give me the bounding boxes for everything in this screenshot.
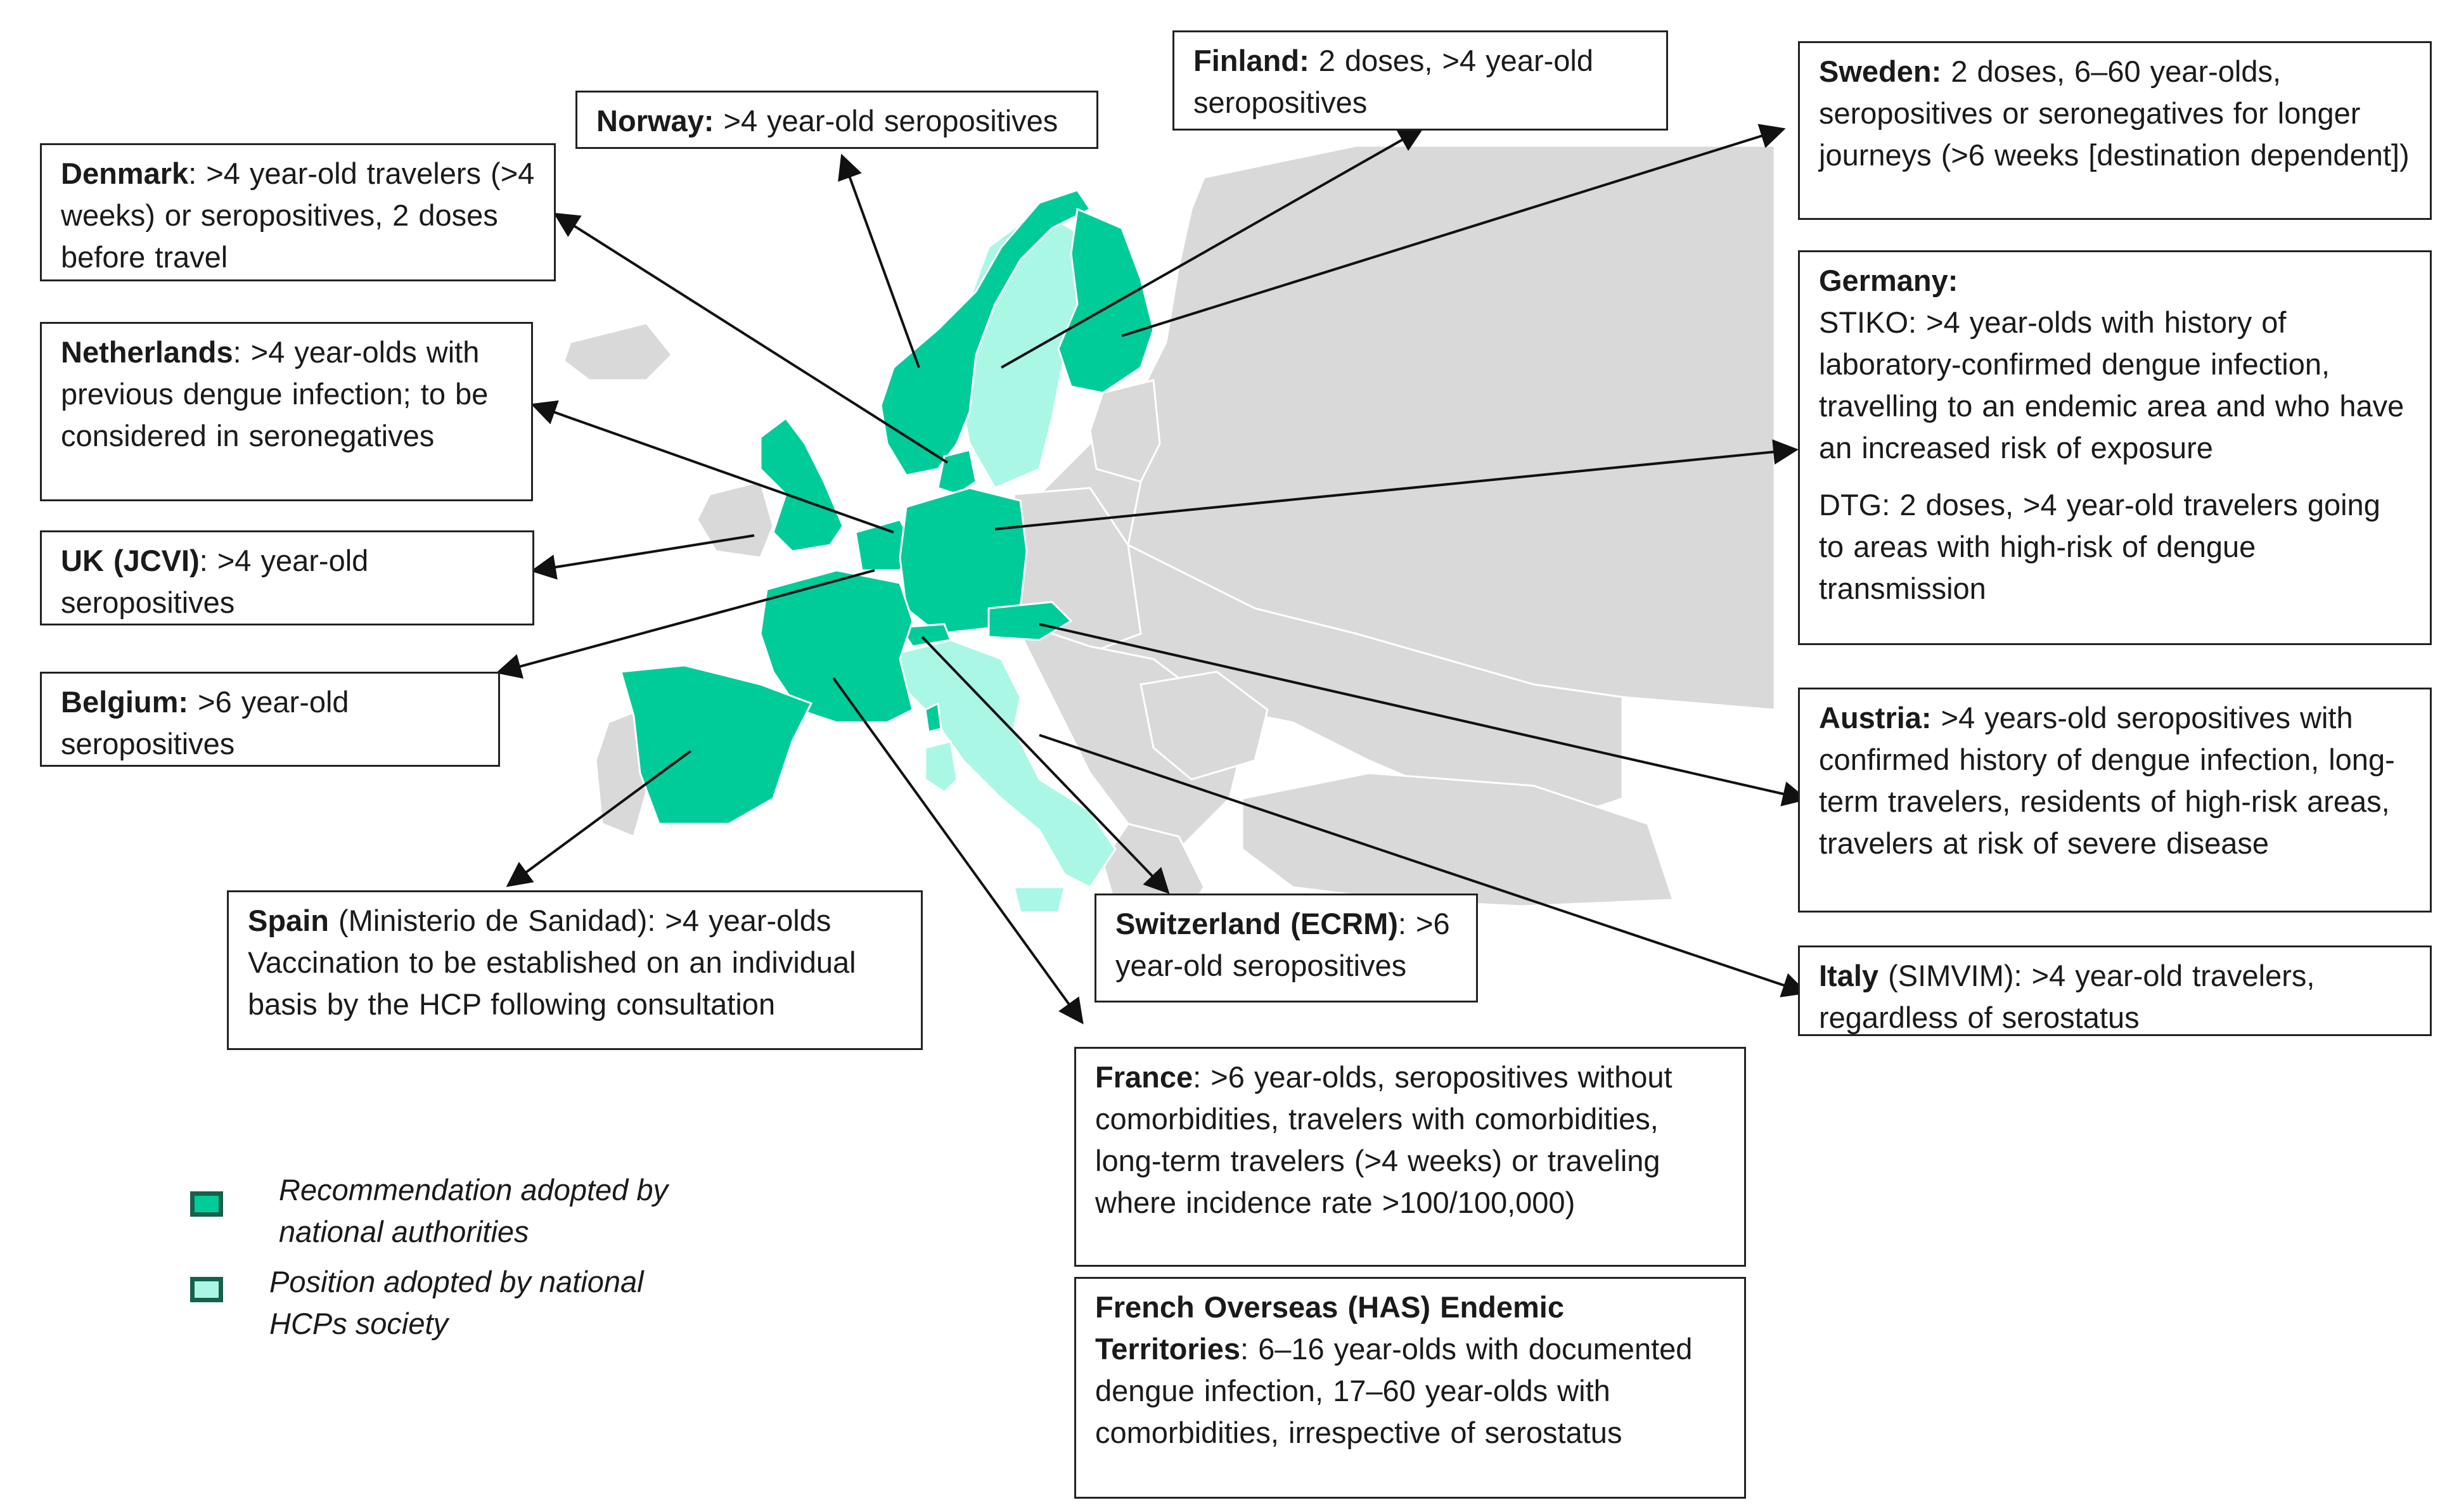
island-sicily	[1013, 886, 1066, 914]
country-norway	[880, 189, 1092, 477]
island-corsica	[924, 702, 942, 733]
callout-spain: Spain (Ministerio de Sanidad): >4 year-o…	[227, 890, 923, 1050]
arrow-uk	[530, 534, 755, 580]
recommendation-text: : 6–16 year-olds with documented dengue …	[1095, 1332, 1693, 1449]
arrow-switzerland	[921, 636, 1170, 894]
arrow-norway	[838, 153, 920, 368]
recommendation-text: >4 years-old seropositives with confirme…	[1819, 701, 2395, 860]
country-finland	[1057, 207, 1155, 394]
country-name: French Overseas (HAS) Endemic Territorie…	[1095, 1290, 1564, 1366]
arrow-finland	[1001, 127, 1424, 369]
callout-arrows	[496, 124, 1808, 1025]
baltics	[1089, 379, 1161, 483]
non-recommending-countries	[563, 144, 1776, 939]
iceland	[563, 322, 674, 381]
recommendation-text: >4 year-old seropositives	[714, 104, 1058, 138]
country-uk	[759, 416, 844, 553]
adopted-countries	[620, 189, 1155, 825]
ireland	[696, 480, 774, 559]
arrow-austria	[1039, 623, 1808, 807]
arrow-belgium	[496, 569, 875, 679]
country-name: Spain	[248, 904, 329, 937]
callout-netherlands: Netherlands: >4 year-olds with previous …	[40, 322, 533, 501]
arrow-denmark	[553, 212, 949, 464]
country-name: Denmark	[61, 157, 189, 190]
arrow-france	[832, 677, 1084, 1025]
callout-finland: Finland: 2 doses, >4 year-old seropositi…	[1172, 30, 1668, 131]
recommendation-text: : >4 year-olds with previous dengue infe…	[61, 335, 489, 452]
romania-bulgaria	[1140, 670, 1269, 781]
country-name: Netherlands	[61, 335, 233, 369]
country-spain	[620, 664, 813, 825]
country-austria	[987, 601, 1073, 641]
legend-label-position: Position adopted by national HCPs societ…	[269, 1265, 644, 1340]
callout-french-overseas: French Overseas (HAS) Endemic Territorie…	[1074, 1277, 1746, 1499]
country-name: Finland:	[1193, 44, 1309, 77]
recommendation-text: >6 year-old seropositives	[61, 685, 349, 760]
country-name: Belgium:	[61, 685, 189, 719]
arrow-germany	[994, 439, 1799, 530]
country-france	[759, 569, 914, 724]
recommendation-text: 2 doses, >4 year-old seropositives	[1193, 44, 1593, 119]
country-name: UK (JCVI)	[61, 544, 200, 577]
legend-swatch-adopted	[190, 1191, 223, 1217]
callout-germany: Germany: STIKO: >4 year-olds with histor…	[1798, 250, 2432, 645]
country-name: Sweden:	[1819, 54, 1942, 88]
callout-denmark: Denmark: >4 year-old travelers (>4 weeks…	[40, 143, 556, 281]
turkey	[1241, 772, 1675, 907]
recommendation-text: : >4 year-old travelers (>4 weeks) or se…	[61, 157, 535, 274]
recommendation-text: 2 doses, 6–60 year-olds, seropositives o…	[1819, 54, 2410, 172]
legend-swatch-position	[190, 1277, 223, 1302]
balkans-hungary	[1012, 619, 1243, 864]
country-italy	[899, 639, 1117, 888]
country-name: Italy	[1819, 959, 1879, 992]
country-name: Germany:	[1819, 264, 1958, 297]
callout-austria: Austria: >4 years-old seropositives with…	[1798, 688, 2432, 913]
country-name: Norway:	[596, 104, 714, 138]
country-switzerland	[898, 623, 953, 648]
recommendation-text: : >4 year-old seropositives	[61, 544, 369, 619]
country-name: France	[1095, 1060, 1193, 1094]
country-name: Austria:	[1819, 701, 1932, 734]
arrow-sweden	[1121, 124, 1786, 337]
island-sardinia	[924, 740, 958, 793]
recommendation-text: (SIMVIM): >4 year-old travelers, regardl…	[1819, 959, 2315, 1034]
callout-sweden: Sweden: 2 doses, 6–60 year-olds, seropos…	[1798, 41, 2432, 220]
country-name: Switzerland (ECRM)	[1115, 907, 1398, 940]
callout-uk: UK (JCVI): >4 year-old seropositives	[40, 530, 534, 625]
callout-italy: Italy (SIMVIM): >4 year-old travelers, r…	[1798, 945, 2432, 1036]
stiko-text: STIKO: >4 year-olds with history of labo…	[1819, 305, 2404, 464]
dtg-text: DTG: 2 doses, >4 year-old travelers goin…	[1819, 488, 2380, 605]
arrow-spain	[506, 750, 692, 887]
recommendation-text: : >6 year-old seropositives	[1115, 907, 1450, 982]
callout-belgium: Belgium: >6 year-old seropositives	[40, 672, 500, 767]
callout-france: France: >6 year-olds, seropositives with…	[1074, 1047, 1746, 1267]
callout-switzerland: Switzerland (ECRM): >6 year-old seroposi…	[1095, 894, 1478, 1003]
recommendation-text: : >6 year-olds, seropositives without co…	[1095, 1060, 1673, 1219]
arrow-netherlands	[530, 400, 894, 534]
callout-norway: Norway: >4 year-old seropositives	[575, 91, 1098, 149]
legend-label-adopted: Recommendation adopted by national autho…	[279, 1173, 669, 1248]
recommendation-text: (Ministerio de Sanidad): >4 year-olds Va…	[248, 904, 856, 1021]
arrow-italy	[1039, 734, 1808, 997]
